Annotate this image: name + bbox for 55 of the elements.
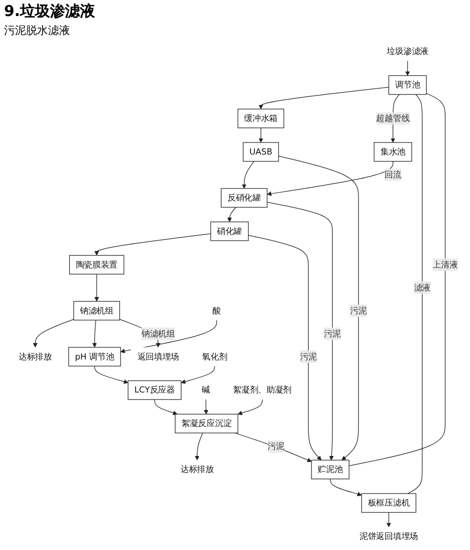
edge-label: 钠滤机组 — [141, 328, 175, 338]
arrow — [92, 320, 97, 348]
edge-label: 污泥 — [324, 328, 341, 338]
node-box: 板框压滤机 — [361, 493, 416, 513]
edge-label: 滤液 — [414, 282, 431, 292]
edge-label: 上清液 — [432, 260, 458, 270]
arrow — [330, 478, 362, 496]
node-text: 氧化剂 — [202, 351, 228, 362]
arrow — [204, 399, 208, 414]
arrow — [386, 512, 392, 528]
node-box: 硝化罐 — [210, 222, 249, 242]
node-text: 垃圾渗滤液 — [386, 46, 428, 56]
arrow — [405, 60, 410, 76]
arrow — [32, 319, 74, 348]
node-text: 酸 — [212, 305, 221, 316]
node-box: 贮泥池 — [311, 460, 350, 480]
arrow — [248, 234, 322, 460]
arrow — [258, 86, 390, 110]
arrow — [258, 128, 264, 143]
arrow — [94, 274, 99, 302]
node-box: 集水池 — [374, 142, 412, 162]
arrow — [154, 399, 178, 416]
connector — [407, 94, 423, 494]
node-text: 絮凝剂、助凝剂 — [233, 384, 292, 395]
node-text: 达标排放 — [180, 464, 214, 474]
arrow — [94, 366, 128, 384]
node-box: LCY反应器 — [128, 380, 182, 400]
node-box: 陶瓷膜装置 — [69, 255, 124, 274]
node-box: pH 调节池 — [68, 346, 121, 366]
node-box: 缓冲水箱 — [238, 108, 284, 128]
arrow — [266, 202, 334, 460]
arrow — [227, 206, 236, 222]
arrow — [234, 432, 312, 462]
edge-label: 回流 — [384, 170, 402, 180]
node-text: 碱 — [202, 384, 210, 395]
arrow — [266, 160, 394, 196]
node-text: 泥饼返回填埋场 — [360, 531, 418, 542]
edge-label: 污泥 — [350, 305, 367, 316]
node-box: 反硝化罐 — [220, 188, 268, 208]
node-box: UASB — [242, 142, 279, 162]
edge-label: 污泥 — [268, 441, 284, 452]
arrow — [180, 366, 215, 384]
note-text: 污泥脱水滤液 — [4, 24, 70, 37]
arrow — [94, 233, 212, 256]
arrow — [238, 399, 263, 416]
arrow — [278, 156, 359, 460]
node-box: 调节池 — [388, 75, 427, 95]
node-box: 钠滤机组 — [73, 301, 120, 320]
arrow — [242, 160, 254, 189]
edge-label: 超越管线 — [376, 113, 410, 124]
node-box: 絮凝反应沉淀 — [174, 414, 238, 434]
diagram-title: 9.垃圾渗滤液 — [3, 1, 96, 22]
arrow — [194, 432, 203, 460]
node-text: 达标排放 — [18, 351, 52, 362]
edge-label: 污泥 — [300, 351, 317, 362]
